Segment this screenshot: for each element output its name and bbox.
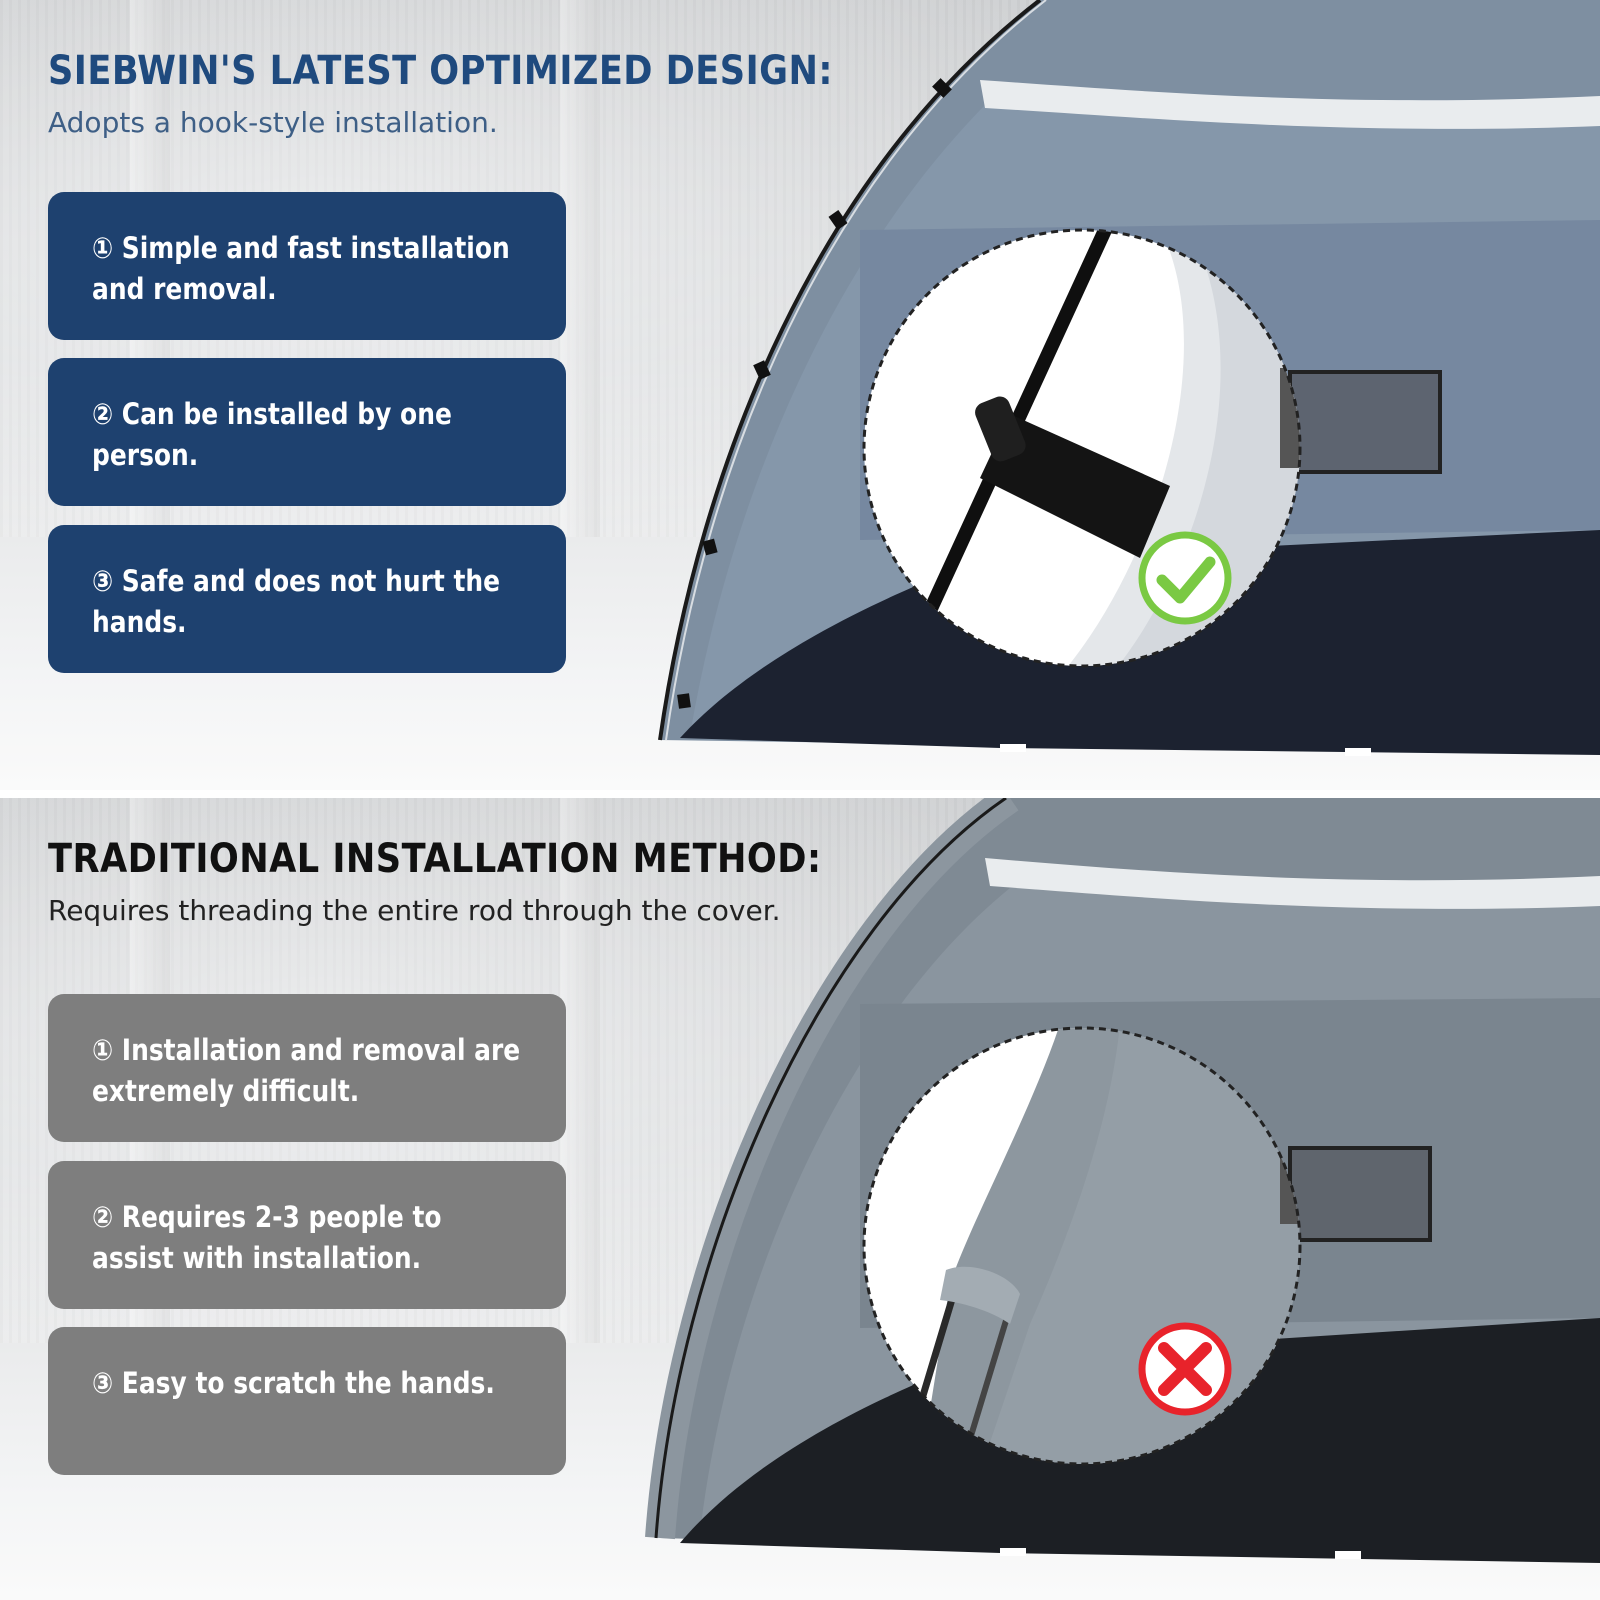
feature-text: ② Can be installed by one person. (92, 397, 452, 472)
page-title: SIEBWIN'S LATEST OPTIMIZED DESIGN: (48, 48, 833, 94)
feature-text: ① Installation and removal are extremely… (92, 1033, 521, 1108)
traditional-method-panel: TRADITIONAL INSTALLATION METHOD: Require… (0, 798, 1600, 1600)
cross-icon (1138, 1322, 1232, 1416)
feature-card: ② Requires 2-3 people to assist with ins… (48, 1161, 566, 1309)
section-divider (0, 790, 1600, 798)
optimized-design-panel: SIEBWIN'S LATEST OPTIMIZED DESIGN: Adopt… (0, 0, 1600, 790)
sleeve-detail-zoom (862, 1026, 1302, 1466)
feature-card: ③ Easy to scratch the hands. (48, 1327, 566, 1475)
feature-text: ③ Easy to scratch the hands. (92, 1366, 495, 1400)
hook-detail-zoom (862, 228, 1302, 668)
feature-text: ③ Safe and does not hurt the hands. (92, 564, 501, 639)
wall-post (560, 798, 600, 1376)
page-subtitle: Adopts a hook-style installation. (48, 106, 498, 139)
feature-text: ① Simple and fast installation and remov… (92, 231, 510, 306)
feature-card: ① Installation and removal are extremely… (48, 994, 566, 1142)
page-subtitle: Requires threading the entire rod throug… (48, 894, 781, 927)
page-title: TRADITIONAL INSTALLATION METHOD: (48, 836, 822, 882)
feature-card: ③ Safe and does not hurt the hands. (48, 525, 566, 673)
wall-post (560, 0, 600, 569)
pole-hooks (677, 78, 952, 709)
feature-card: ① Simple and fast installation and remov… (48, 192, 566, 340)
checkmark-icon (1138, 531, 1232, 625)
feature-text: ② Requires 2-3 people to assist with ins… (92, 1200, 442, 1275)
feature-card: ② Can be installed by one person. (48, 358, 566, 506)
